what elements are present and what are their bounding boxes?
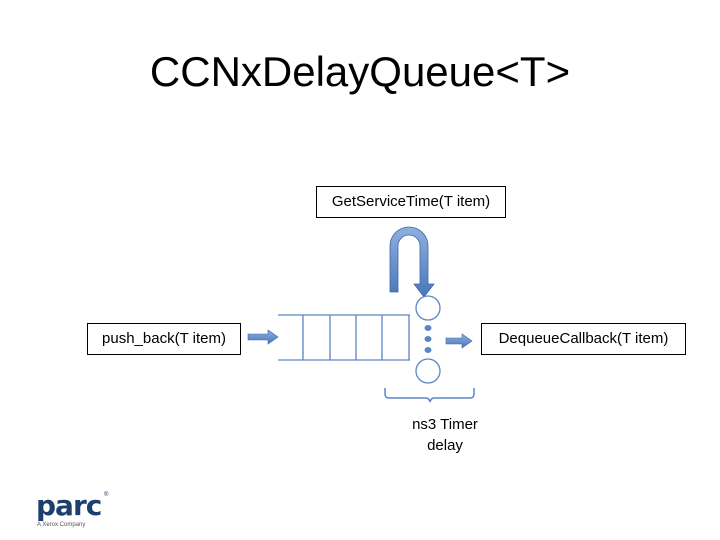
parc-logo: parc ® A Xerox Company (36, 492, 116, 532)
logo-wordmark: parc (36, 489, 102, 522)
push-back-box: push_back(T item) (87, 323, 241, 355)
timer-label-line1: ns3 Timer (412, 416, 478, 433)
queue (278, 314, 410, 361)
timer-label-line2: delay (427, 437, 463, 454)
timer-label: ns3 Timer delay (385, 414, 505, 456)
timer-ellipsis-dot (424, 336, 432, 342)
timer-ellipsis-dot (424, 325, 432, 331)
timer-server-bottom (415, 358, 441, 384)
delay-brace (384, 388, 475, 403)
logo-tagline: A Xerox Company (37, 522, 86, 528)
slide-title: CCNxDelayQueue<T> (149, 48, 571, 95)
dequeue-callback-box: DequeueCallback(T item) (481, 323, 686, 355)
push-back-arrow (247, 329, 279, 345)
timer-server-top (415, 295, 441, 321)
trademark-icon: ® (104, 492, 109, 498)
service-loop-arrow (389, 226, 435, 298)
timer-ellipsis-dot (424, 347, 432, 353)
dequeue-arrow (445, 333, 473, 349)
get-service-time-box: GetServiceTime(T item) (316, 186, 506, 218)
